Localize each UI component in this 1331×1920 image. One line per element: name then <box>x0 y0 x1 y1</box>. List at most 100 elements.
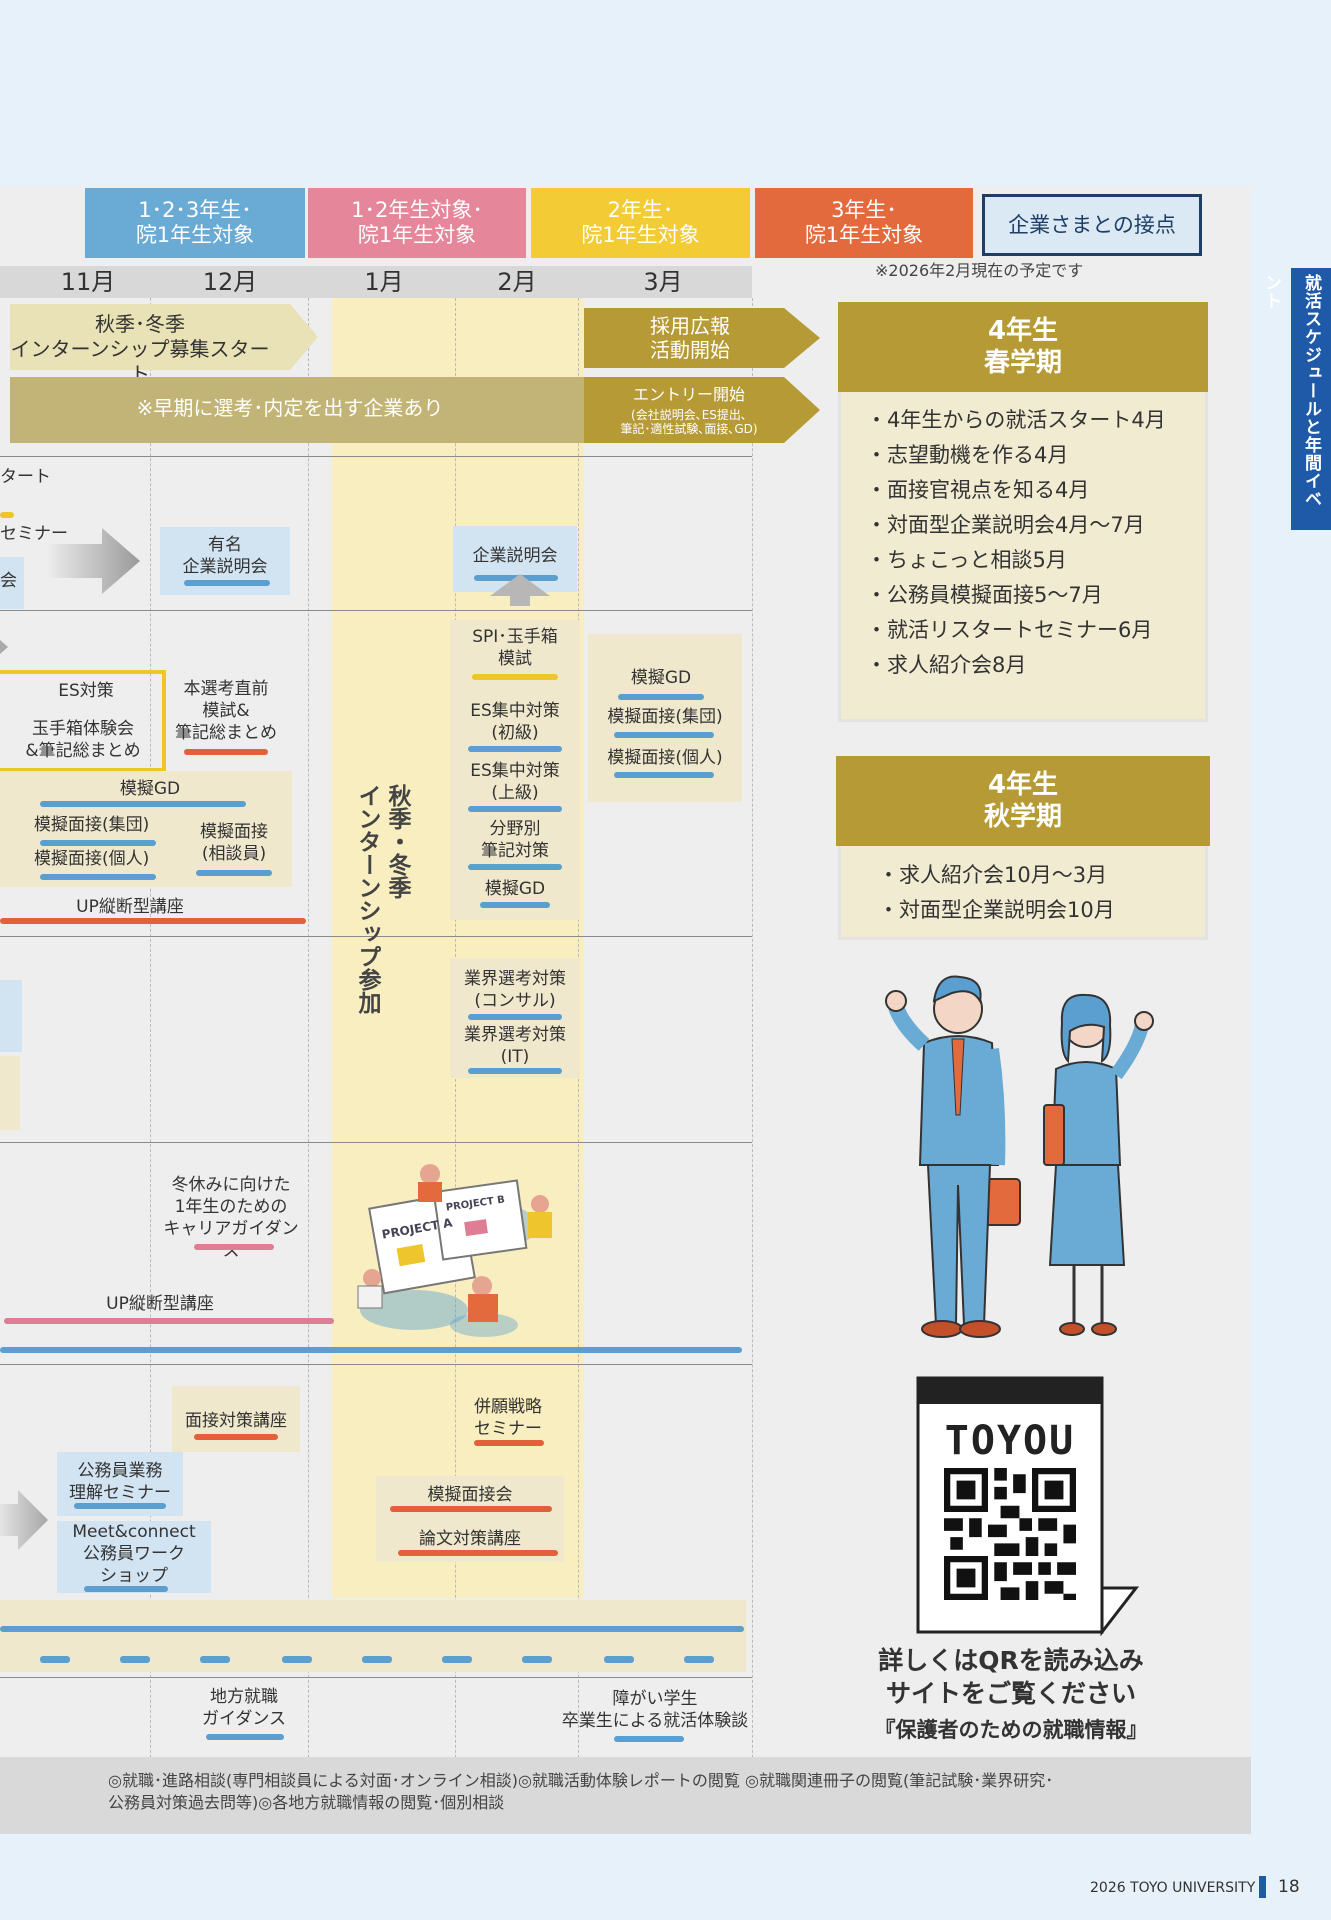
event-kojin-dec-bar <box>40 874 156 880</box>
left-seminar-text: セミナー <box>0 524 68 544</box>
month-divider <box>752 298 753 1808</box>
event-mogi-mensetsukai-bar <box>390 1506 552 1512</box>
spring-item: ・対面型企業説明会4月〜7月 <box>866 513 1145 537</box>
students-illustration <box>885 975 1154 1338</box>
page-number: 18 <box>1278 1877 1300 1897</box>
event-gd-dec: 模擬GD <box>119 779 181 799</box>
arrow-entry <box>584 377 820 443</box>
left-kai-box <box>0 557 24 609</box>
event-soudan-bar <box>196 870 272 876</box>
pr-start-label: 採用広報 活動開始 <box>650 314 730 362</box>
event-kojin-mar-bar <box>614 772 714 778</box>
dash-seg <box>362 1656 392 1663</box>
event-gyokai-consul: 業界選考対策 (コンサル) <box>464 969 566 1011</box>
dash-seg <box>604 1656 634 1663</box>
spring-item: ・就活リスタートセミナー6月 <box>866 618 1153 642</box>
meeting-illustration: PROJECT A PROJECT B <box>357 1164 552 1337</box>
left-edge-box-1 <box>0 980 22 1052</box>
month-row <box>0 266 752 298</box>
entry-detail: (会社説明会､ES提出､ 筆記･適性試験､面接､GD) <box>620 408 758 436</box>
contact-label: 企業さまとの接点 <box>982 194 1202 256</box>
intern-band <box>332 298 584 1598</box>
dash-seg <box>282 1656 312 1663</box>
left-yellow-bar <box>0 512 14 518</box>
event-shougai: 障がい学生 卒業生による就活体験談 <box>561 1689 749 1731</box>
spring-list: ・4年生からの就活スタート4月 ・志望動機を作る4月 ・面接官視点を知る4月 ・… <box>866 403 1166 683</box>
arrow-intern-recruit <box>10 304 318 370</box>
header-grade-12: 1･2年生対象･ 院1年生対象 <box>308 188 526 258</box>
dash-seg <box>40 1656 70 1663</box>
event-honsenko: 本選考直前 模試& 筆記総まとめ <box>175 679 277 743</box>
spring-title: 4年生 春学期 <box>838 302 1208 392</box>
event-gyokai-consul-bar <box>468 1014 562 1020</box>
event-gd-feb: 模擬GD <box>484 879 546 899</box>
event-koumuin-rikai-bar <box>74 1503 166 1509</box>
qr-code-icon[interactable] <box>944 1468 1076 1600</box>
event-mogi-mensetsukai: 模擬面接会 <box>427 1485 513 1505</box>
footer-text: ◎就職･進路相談(専門相談員による対面･オンライン相談)◎就職活動体験レポートの… <box>108 1771 1054 1812</box>
dash-seg <box>200 1656 230 1663</box>
row-separator <box>0 1364 752 1365</box>
event-kojin-mar: 模擬面接(個人) <box>607 748 723 768</box>
event-es-shokyu: ES集中対策 (初級) <box>470 701 560 743</box>
month-jan: 1月 <box>364 268 404 296</box>
event-yumei-bar <box>184 580 270 586</box>
event-soudan: 模擬面接 (相談員) <box>200 822 268 864</box>
month-divider <box>308 298 309 1808</box>
spring-item: ・志望動機を作る4月 <box>866 443 1069 467</box>
event-shougai-bar <box>614 1736 684 1742</box>
autumn-item: ・求人紹介会10月〜3月 <box>878 863 1108 887</box>
qr-brand: TOYOU <box>944 1418 1076 1464</box>
header-grade-3: 3年生･ 院1年生対象 <box>755 188 973 258</box>
month-feb: 2月 <box>497 268 537 296</box>
intern-recruit-label: 秋季･冬季 インターンシップ募集スタート <box>10 312 270 386</box>
event-heigan-bar <box>474 1440 544 1446</box>
row-separator <box>0 456 752 457</box>
event-es-jokyu-bar <box>468 806 562 812</box>
event-up-koza-2: UP縦断型講座 <box>106 1294 214 1314</box>
header-grade-123: 1･2･3年生･ 院1年生対象 <box>85 188 305 258</box>
spring-item: ・公務員模擬面接5〜7月 <box>866 583 1103 607</box>
gray-arrow-icon <box>48 528 140 594</box>
event-yumei: 有名 企業説明会 <box>182 535 268 577</box>
event-es-taisaku: ES対策 <box>58 681 114 701</box>
meet-connect-box <box>57 1521 211 1593</box>
spring-item: ・求人紹介会8月 <box>866 653 1027 677</box>
event-gd-mar-bar <box>618 694 704 700</box>
month-divider <box>150 298 151 1808</box>
event-shudan-dec-bar <box>40 840 156 846</box>
event-ronbun: 論文対策講座 <box>419 1529 521 1549</box>
event-shudan-dec: 模擬面接(集団) <box>34 815 150 835</box>
page-footer-text: 2026 TOYO UNIVERSITY <box>1090 1880 1256 1896</box>
left-start-text: タート <box>0 467 51 487</box>
event-bunya: 分野別 筆記対策 <box>481 819 549 861</box>
feb-test-box <box>450 620 580 920</box>
event-fuyuyasumi: 冬休みに向けた 1年生のための キャリアガイダンス <box>163 1175 299 1261</box>
event-mensetsu-koza: 面接対策講座 <box>185 1411 287 1431</box>
event-gd-dec-bar <box>40 801 246 807</box>
schedule-note: ※2026年2月現在の予定です <box>875 261 1084 280</box>
autumn-item: ・対面型企業説明会10月 <box>878 898 1115 922</box>
month-nov: 11月 <box>60 268 116 296</box>
event-up-koza-2-bar <box>4 1318 334 1324</box>
event-setsumeikai: 企業説明会 <box>472 546 558 566</box>
event-chihou-bar <box>206 1734 284 1740</box>
header-grade-2: 2年生･ 院1年生対象 <box>531 188 750 258</box>
up-arrow-icon <box>490 574 550 606</box>
left-edge-box-2 <box>0 1056 20 1130</box>
left-kai-text: 会 <box>0 571 17 591</box>
event-tamatebako: 玉手箱体験会 &筆記総まとめ <box>25 719 141 761</box>
dec-interview-box <box>0 771 292 887</box>
event-gd-feb-bar <box>480 902 550 908</box>
event-meet-connect-bar <box>84 1586 168 1592</box>
row-separator <box>0 1142 752 1143</box>
spring-item: ・4年生からの就活スタート4月 <box>866 408 1166 432</box>
event-gyokai-it: 業界選考対策 (IT) <box>464 1025 566 1067</box>
dash-seg <box>522 1656 552 1663</box>
event-ronbun-bar <box>398 1550 558 1556</box>
arrow-early-offer <box>10 377 584 443</box>
row-separator <box>0 610 752 611</box>
row-separator <box>0 936 752 937</box>
dash-seg <box>684 1656 714 1663</box>
mogi-mensetsukai-box <box>376 1476 564 1562</box>
